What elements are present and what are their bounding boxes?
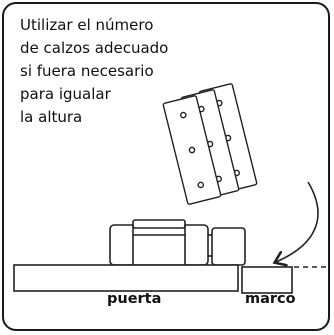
curved-arrow xyxy=(276,181,319,262)
shim-front xyxy=(162,95,222,205)
instruction-line-3: si fuera necesario xyxy=(20,62,154,80)
frame-label: marco xyxy=(245,291,296,307)
door xyxy=(13,264,239,292)
hinge-diagram xyxy=(13,83,328,294)
instruction-line-5: la altura xyxy=(20,108,83,126)
diagram-frame: Utilizar el número de calzos adecuado si… xyxy=(2,2,330,331)
instruction-text: Utilizar el número de calzos adecuado si… xyxy=(20,14,168,129)
instruction-line-2: de calzos adecuado xyxy=(20,39,169,57)
instruction-line-4: para igualar xyxy=(20,85,111,103)
shims-stack xyxy=(162,83,258,205)
door-label: puerta xyxy=(107,291,162,307)
hinge-icon xyxy=(109,219,246,266)
instruction-line-1: Utilizar el número xyxy=(20,16,154,34)
door-frame xyxy=(241,266,293,294)
